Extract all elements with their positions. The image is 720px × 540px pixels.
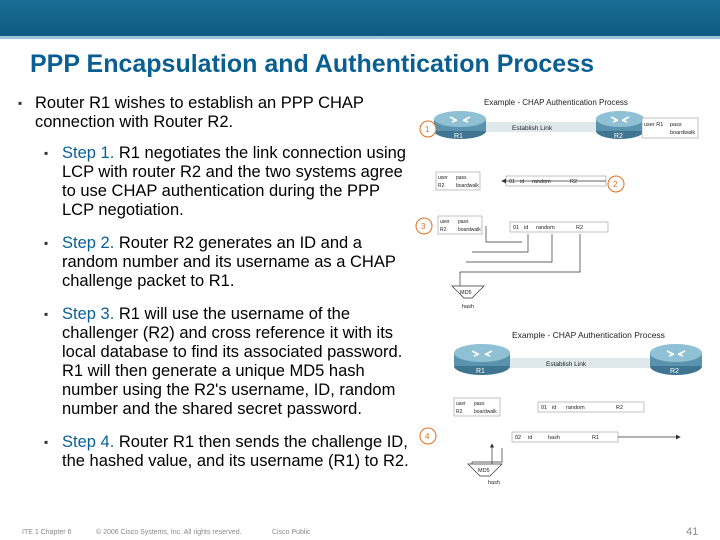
diagram2-title: Example - CHAP Authentication Process (512, 330, 665, 340)
diagram2-r1-db-pass: pass (474, 401, 485, 407)
diagram1-step-3-badge (415, 217, 433, 235)
diagram2-step-4-badge (419, 427, 437, 445)
footer-chapter: ITE 1 Chapter 6 (22, 529, 72, 536)
diagram2-router-r2-icon (650, 344, 702, 375)
footer-classification: Cisco Public (272, 529, 311, 536)
diagram1-hash-input-lines (459, 226, 581, 286)
diagram1-md5-funnel (451, 285, 485, 299)
step-3-label: Step 3. (62, 305, 115, 323)
diagram1-r2-database (641, 117, 699, 139)
diagram2-r1-database (453, 397, 501, 417)
step-3-bullet: Step 3. R1 will use the username of the … (18, 305, 410, 419)
diagram1-step-1-badge (419, 120, 437, 138)
diagram1-step-1-number: 1 (425, 125, 430, 134)
diagram1-r1-database-copy (437, 215, 483, 235)
diagram2-challenge-packet (537, 401, 645, 413)
diagram2-router-r1-icon (454, 344, 510, 375)
footer-copyright: © 2006 Cisco Systems, Inc. All rights re… (96, 529, 242, 536)
diagram1-challenge-name: R2 (570, 179, 577, 185)
diagram2-router-r1-label: R1 (476, 368, 485, 375)
step-1-bullet: Step 1. R1 negotiates the link connectio… (18, 144, 410, 220)
diagram1-challenge2-code: 01 (513, 225, 519, 231)
diagram2-response-hash: hash (548, 435, 560, 441)
diagram1-step-3-number: 3 (421, 222, 426, 231)
step-2-label: Step 2. (62, 234, 115, 252)
page-number: 41 (686, 526, 699, 538)
diagram1-challenge-random: random (532, 179, 551, 185)
diagram1-router-r2-icon (596, 111, 644, 139)
step-4-text: Router R1 then sends the challenge ID, t… (62, 433, 409, 470)
diagram1-challenge2-id: id (524, 225, 528, 231)
diagram1-link-bar (472, 122, 612, 132)
diagram1-r1-db-pass: pass (456, 175, 467, 181)
diagram2-md5-funnel (467, 463, 503, 477)
diagram1-r1-db2-user: user (440, 219, 450, 225)
diagram1-challenge-packet-copy (509, 221, 609, 233)
diagram1-router-r2-label: R2 (614, 133, 623, 140)
diagram2-r1-db-user: user (456, 401, 466, 407)
step-2-text: Router R2 generates an ID and a random n… (62, 234, 396, 290)
diagram2-response-name: R1 (592, 435, 599, 441)
step-4-label: Step 4. (62, 433, 115, 451)
diagram1-r1-db2-r2: R2 (440, 227, 447, 233)
diagram2-response-code: 02 (515, 435, 521, 441)
diagram1-challenge2-name: R2 (576, 225, 583, 231)
diagram2-challenge-name: R2 (616, 405, 623, 411)
step-2-bullet: Step 2. Router R2 generates an ID and a … (18, 234, 410, 291)
chap-diagram-2: Example - CHAP Authentication Process Es… (419, 330, 702, 486)
diagram2-link-label: Establish Link (546, 361, 587, 368)
diagram1-r1-db-user: user (438, 175, 448, 181)
diagram2-hash-label: hash (488, 480, 500, 486)
diagram1-r1-db2-pass: pass (458, 219, 469, 225)
diagram2-challenge-id: id (552, 405, 556, 411)
step-4-bullet: Step 4. Router R1 then sends the challen… (18, 433, 410, 471)
header-accent-line (0, 36, 720, 39)
diagram1-router-r1-icon (434, 111, 486, 139)
diagram1-step-2-badge (607, 175, 625, 193)
chap-diagram-1: Example - CHAP Authentication Process Es… (415, 98, 699, 310)
step-1-label: Step 1. (62, 144, 115, 162)
diagram1-r1-db-password: boardwalk (456, 183, 479, 189)
slide-footer: ITE 1 Chapter 6 © 2006 Cisco Systems, In… (0, 522, 720, 540)
diagram2-challenge-random: random (566, 405, 585, 411)
diagram1-r2-db-user: user R1 (644, 122, 663, 128)
diagram1-r1-database (435, 171, 481, 191)
diagram2-challenge-code: 01 (541, 405, 547, 411)
diagram2-md5-label: MD5 (478, 468, 490, 474)
header-bar (0, 0, 720, 36)
diagram1-r1-db-r2: R2 (438, 183, 445, 189)
diagram1-step-2-number: 2 (613, 180, 618, 189)
diagram1-title: Example - CHAP Authentication Process (484, 98, 628, 107)
diagram1-r2-db-password: boardwalk (670, 130, 695, 136)
diagram2-link-bar (488, 358, 658, 368)
diagram2-response-id: id (528, 435, 532, 441)
diagram1-challenge-code: 01 (509, 179, 515, 185)
diagram1-challenge2-random: random (536, 225, 555, 231)
diagram1-r1-db2-password: boardwalk (458, 227, 481, 233)
diagram1-challenge-id: id (520, 179, 524, 185)
main-bullet: Router R1 wishes to establish an PPP CHA… (18, 94, 410, 132)
step-1-text: R1 negotiates the link connection using … (62, 144, 406, 219)
slide-body: Router R1 wishes to establish an PPP CHA… (18, 94, 410, 485)
diagram2-router-r2-label: R2 (670, 368, 679, 375)
diagram1-hash-label: hash (462, 304, 474, 310)
diagram2-r1-db-r2: R2 (456, 409, 463, 415)
diagram1-link-label: Establish Link (512, 125, 553, 132)
step-3-text: R1 will use the username of the challeng… (62, 305, 403, 418)
diagram1-router-r1-label: R1 (454, 133, 463, 140)
diagram2-step-4-number: 4 (425, 432, 430, 441)
diagram2-r1-db-password: boardwalk (474, 409, 497, 415)
diagram2-hash-lines (471, 448, 503, 464)
diagram1-md5-label: MD5 (460, 290, 472, 296)
diagram1-r2-db-pass: pass (670, 122, 682, 128)
slide-title: PPP Encapsulation and Authentication Pro… (30, 50, 595, 78)
